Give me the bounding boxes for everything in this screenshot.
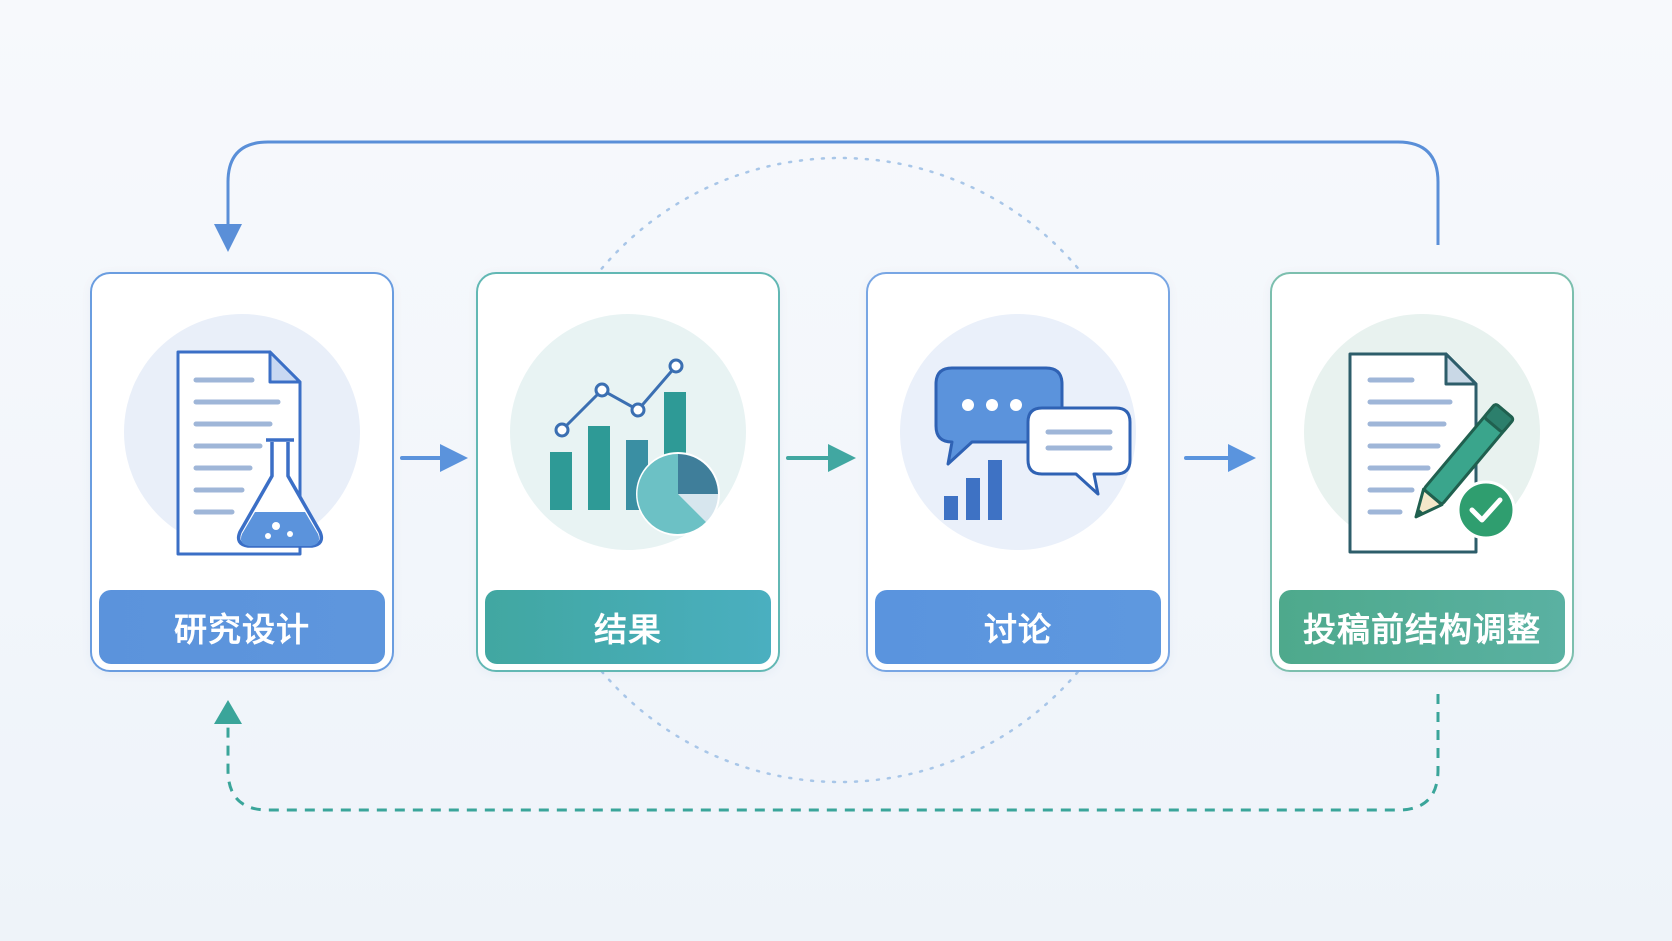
right-arrow-icon: [786, 444, 856, 472]
step-label: 投稿前结构调整: [1279, 590, 1565, 664]
step-card-pre-submission-restructure[interactable]: 投稿前结构调整: [1270, 272, 1574, 672]
step-label: 讨论: [875, 590, 1161, 664]
document-flask-icon: [176, 350, 324, 556]
top-loop-connector: [226, 140, 1440, 245]
bar-line-pie-chart-icon: [550, 358, 720, 536]
document-pencil-check-icon: [1348, 352, 1516, 554]
step-label: 结果: [485, 590, 771, 664]
right-arrow-icon: [400, 444, 468, 472]
step-card-research-design[interactable]: 研究设计: [90, 272, 394, 672]
step-card-discussion[interactable]: 讨论: [866, 272, 1170, 672]
bottom-loop-connector: [226, 694, 1440, 812]
bottom-loop-arrowhead-icon: [214, 700, 242, 724]
right-arrow-icon: [1184, 444, 1256, 472]
step-label: 研究设计: [99, 590, 385, 664]
chat-bubbles-chart-icon: [934, 366, 1132, 520]
top-loop-arrowhead-icon: [214, 224, 242, 252]
step-card-results[interactable]: 结果: [476, 272, 780, 672]
